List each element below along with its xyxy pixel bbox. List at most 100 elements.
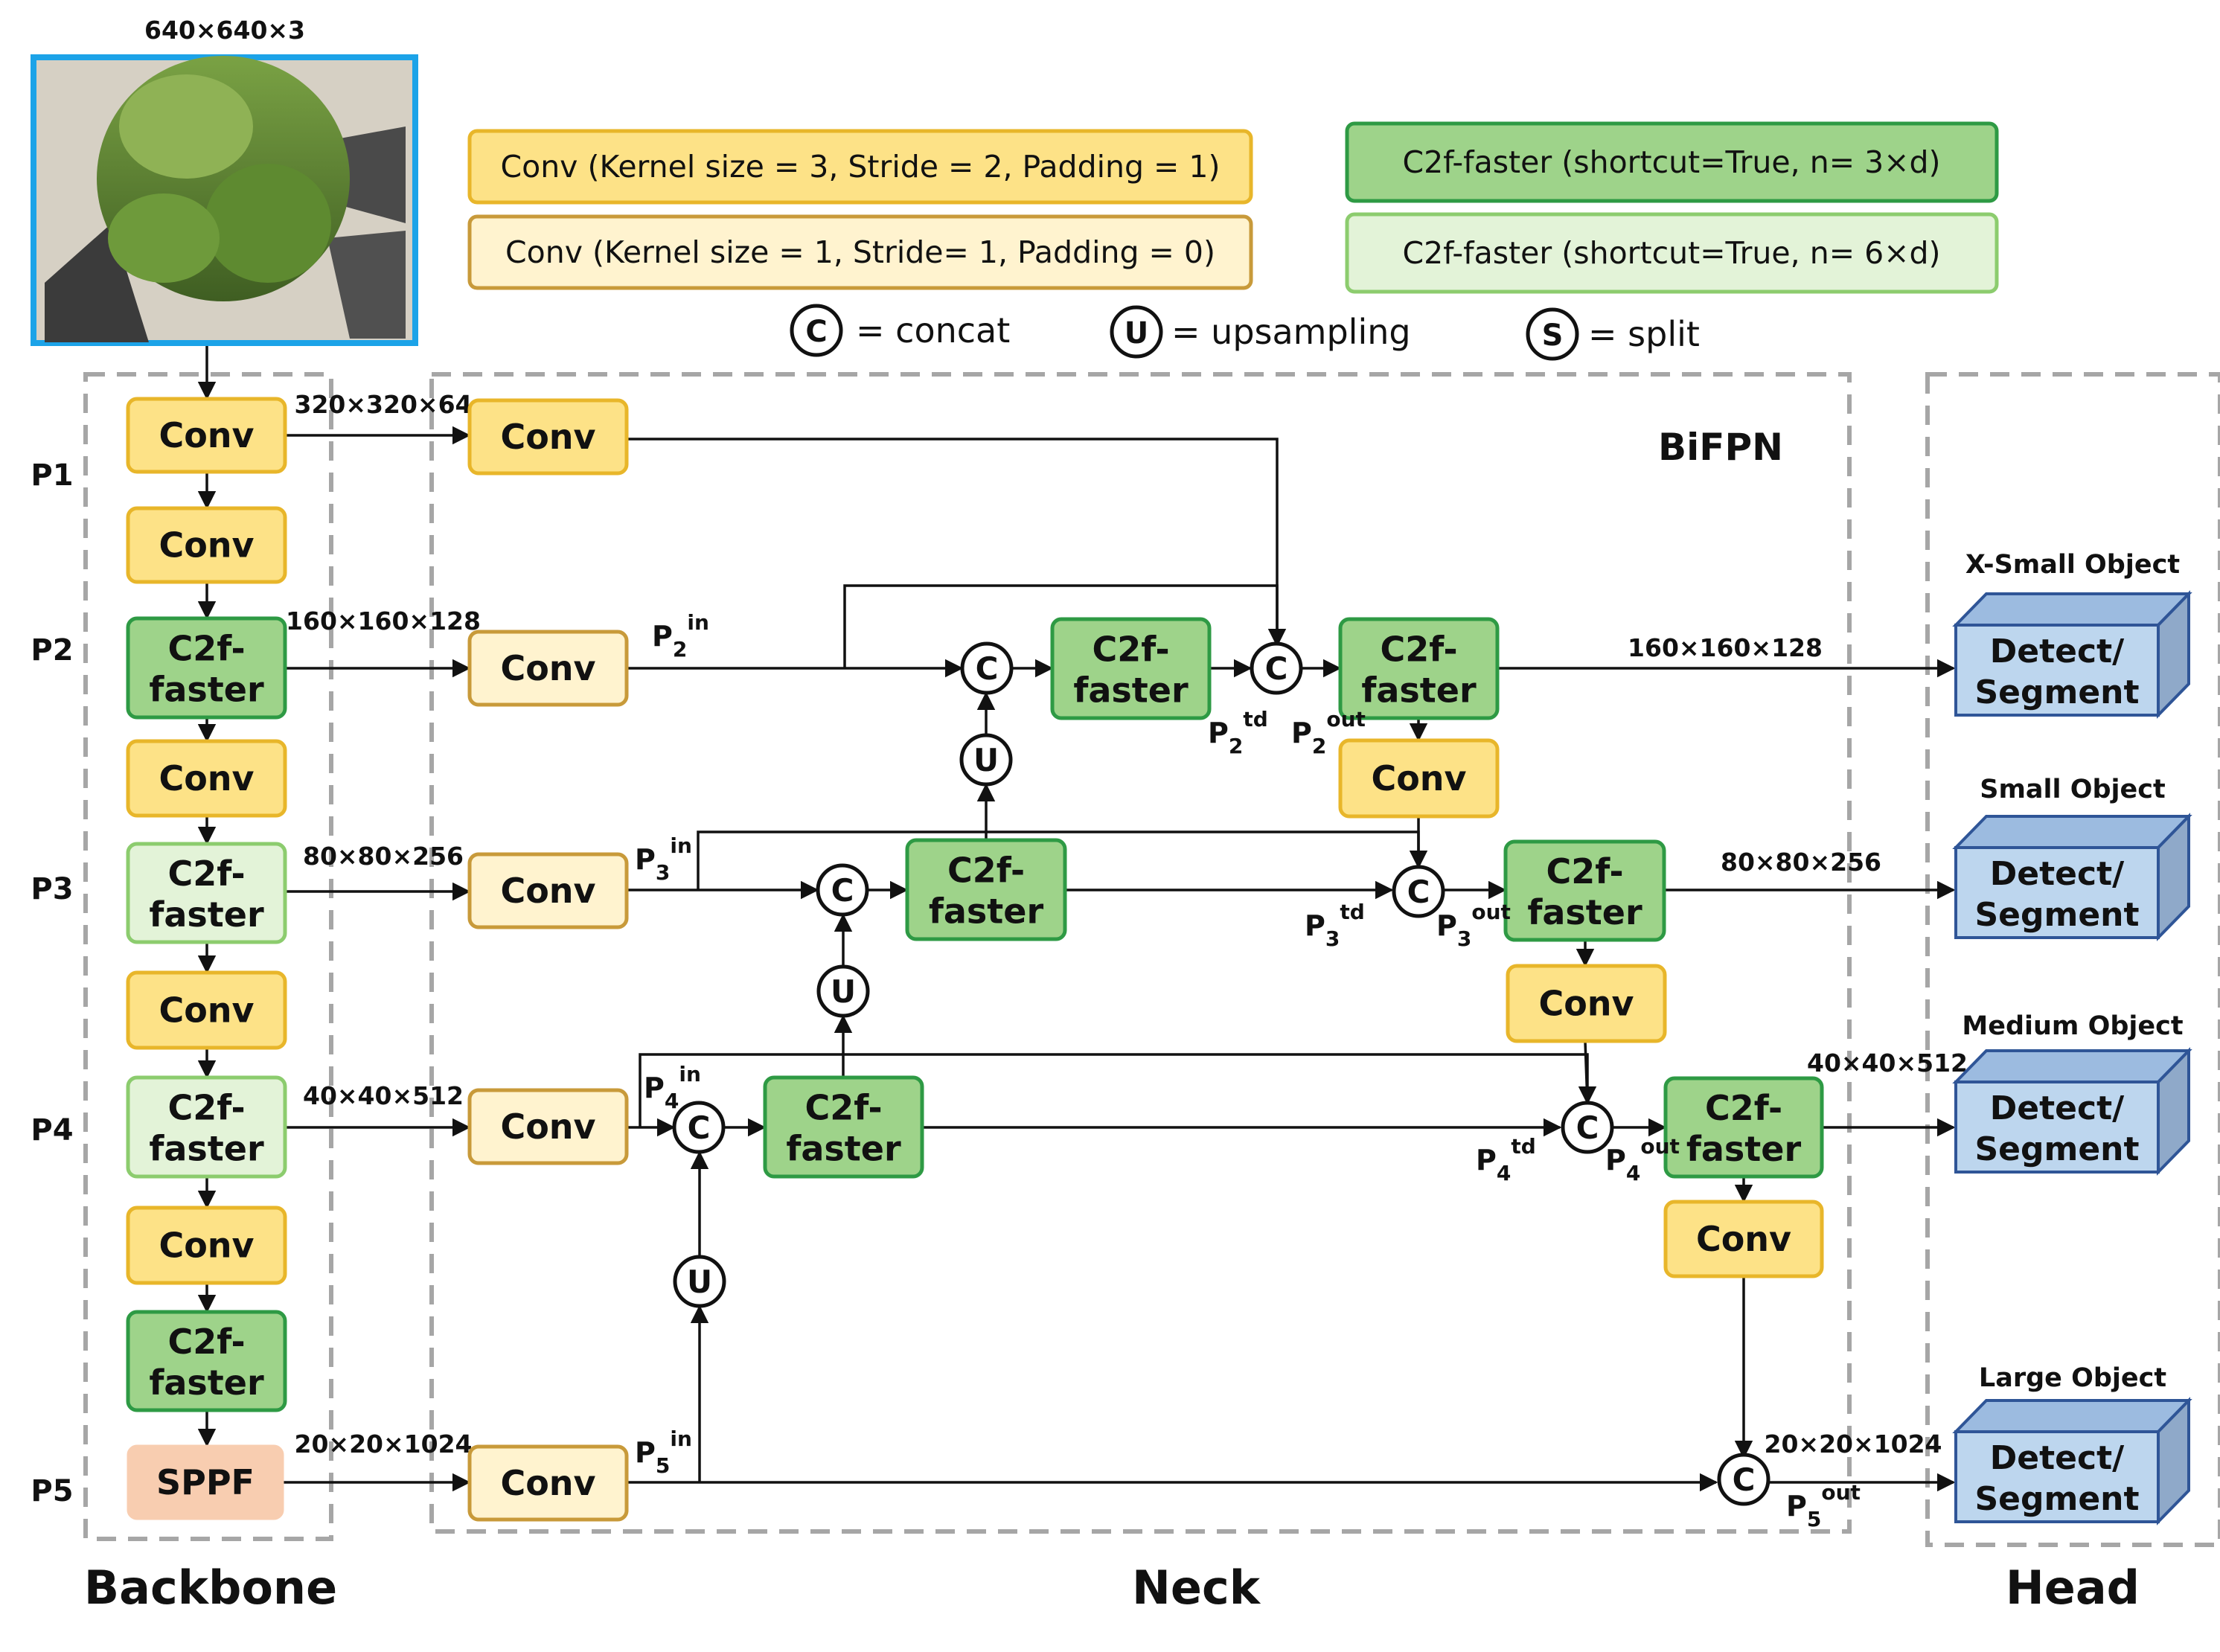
label-p3in: P3in (635, 833, 692, 885)
dim-out5: 20×20×1024 (1765, 1430, 1942, 1459)
backbone-conv-4: Conv (126, 970, 287, 1050)
nodes: ConvConvC2f-fasterConvC2f-fasterConvC2f-… (126, 397, 2192, 1525)
label-p4out: P4out (1605, 1134, 1680, 1185)
neck-c2f-p4td: C2f-faster (763, 1075, 924, 1179)
dim-p4: 40×40×512 (303, 1081, 464, 1110)
concat-node-p3out-letter: C (1407, 874, 1430, 910)
head-label-large: Large Object (1979, 1363, 2166, 1393)
legend-c2f-n3: C2f-faster (shortcut=True, n= 3×d) (1402, 144, 1940, 180)
concat-node-p2out-letter: C (1265, 650, 1288, 687)
concat-node-p3out: C (1392, 865, 1445, 918)
svg-text:U: U (1125, 316, 1148, 350)
label-p2out: P2out (1291, 707, 1366, 758)
neck-c2f-p3out-label-line1: C2f- (1546, 851, 1623, 891)
concat-node-p3td: C (816, 863, 869, 917)
level-p5: P5 (31, 1474, 73, 1508)
upsample-node-1-letter: U (973, 742, 999, 778)
head-label-small: Small Object (1980, 775, 2166, 804)
level-p2: P2 (31, 633, 73, 667)
dim-p5: 20×20×1024 (295, 1430, 473, 1459)
label-p5in: P5in (635, 1427, 692, 1478)
legend-conv-k1-swatch (467, 214, 1253, 290)
dim-out4: 40×40×512 (1807, 1048, 1968, 1078)
legend-concat-text: = concat (856, 310, 1010, 350)
legend-c2f-n3-swatch (1345, 121, 1999, 203)
head-title: Head (2006, 1560, 2140, 1615)
detect-medium-label-line1: Detect/ (1990, 1089, 2125, 1127)
legend-upsampling-text: = upsampling (1171, 312, 1411, 352)
legend-conv-k3: Conv (Kernel size = 3, Stride = 2, Paddi… (500, 149, 1220, 185)
neck-conv-down-1: Conv (1338, 738, 1500, 819)
neck-c2f-p4out-label-line1: C2f- (1705, 1088, 1782, 1128)
backbone-c2f-4-label-line2: faster (149, 1363, 264, 1403)
neck-conv-p3: Conv (467, 852, 629, 929)
label-p5out: P5out (1786, 1480, 1861, 1531)
neck-c2f-p3td-label-line2: faster (929, 891, 1044, 932)
backbone-conv-5: Conv (126, 1206, 287, 1285)
legend-c2f-n6: C2f-faster (shortcut=True, n= 6×d) (1402, 235, 1940, 271)
backbone-title: Backbone (84, 1560, 337, 1615)
neck-title: Neck (1132, 1560, 1261, 1615)
neck-c2f-p3out-label-line2: faster (1527, 892, 1642, 932)
detect-medium: Detect/Segment (1952, 1047, 2192, 1176)
upsample-node-2: U (816, 964, 870, 1018)
concat-node-p2td-letter: C (976, 650, 999, 687)
neck-conv-p3-label: Conv (500, 871, 595, 911)
concat-node-p2td: C (960, 641, 1014, 695)
legend-conv-k3-swatch (467, 129, 1253, 205)
legend-concat-symbol (790, 304, 843, 357)
backbone-c2f-3-label-line1: C2f- (167, 1088, 245, 1128)
label-p2in: P2in (652, 610, 709, 662)
neck-c2f-p4td-label-line2: faster (786, 1129, 901, 1169)
dim-p1: 320×320×64 (295, 390, 473, 419)
detect-small-label-line2: Segment (1974, 896, 2139, 934)
detect-small: Detect/Segment (1952, 813, 2192, 941)
neck-c2f-p2td-label-line2: faster (1073, 670, 1189, 711)
neck-conv-down-2-label: Conv (1538, 984, 1634, 1024)
backbone-conv-3: Conv (126, 739, 287, 818)
backbone-conv-3-label: Conv (159, 758, 254, 798)
level-p4: P4 (31, 1113, 73, 1147)
neck-c2f-p4out-label-line2: faster (1686, 1129, 1802, 1169)
neck-frame (429, 372, 1852, 1534)
concat-node-p5out: C (1717, 1453, 1770, 1506)
upsample-node-2-letter: U (831, 973, 856, 1010)
svg-text:C: C (805, 315, 827, 349)
concat-node-p4out: C (1561, 1101, 1614, 1154)
backbone-c2f-3: C2f-faster (126, 1075, 287, 1179)
backbone-c2f-4-label-line1: C2f- (167, 1322, 245, 1362)
head-label-xsmall: X-Small Object (1965, 550, 2180, 580)
concat-node-p4out-letter: C (1576, 1110, 1599, 1146)
neck-c2f-p2td-label-line1: C2f- (1092, 630, 1169, 670)
neck-c2f-p3td-label-line1: C2f- (947, 851, 1025, 891)
upsample-node-3-letter: U (687, 1264, 712, 1300)
neck-conv-p2: Conv (467, 630, 629, 707)
legend-upsampling-symbol (1110, 305, 1163, 359)
detect-large: Detect/Segment (1952, 1397, 2192, 1525)
legend-c2f-n6-swatch (1345, 212, 1999, 294)
backbone-c2f-3-label-line2: faster (149, 1129, 264, 1169)
backbone-conv-2-label: Conv (159, 525, 254, 566)
neck-c2f-p3out: C2f-faster (1503, 839, 1666, 942)
neck-conv-p1: Conv (467, 398, 629, 476)
neck-conv-p1-label: Conv (500, 417, 595, 457)
backbone-conv-4-label: Conv (159, 990, 254, 1031)
neck-conv-down-3-label: Conv (1696, 1219, 1791, 1259)
label-p4td: P4td (1476, 1134, 1536, 1185)
neck-c2f-p3td: C2f-faster (905, 838, 1067, 941)
neck-c2f-p2out-label-line2: faster (1361, 670, 1477, 711)
neck-conv-down-3: Conv (1663, 1200, 1824, 1278)
detect-large-label-line1: Detect/ (1990, 1439, 2125, 1477)
dim-p2: 160×160×128 (286, 606, 481, 635)
detect-large-label-line2: Segment (1974, 1480, 2139, 1518)
backbone-c2f-2-label-line2: faster (149, 894, 264, 935)
backbone-conv-1: Conv (126, 397, 287, 474)
backbone-sppf: SPPF (127, 1444, 284, 1520)
legend-split-text: = split (1588, 314, 1700, 354)
detect-small-label-line1: Detect/ (1990, 855, 2125, 893)
backbone-c2f-1-label-line2: faster (149, 670, 264, 710)
neck-conv-p4-label: Conv (500, 1107, 595, 1147)
concat-node-p3td-letter: C (831, 872, 854, 909)
concat-node-p5out-letter: C (1733, 1461, 1756, 1498)
neck-c2f-p4td-label-line1: C2f- (804, 1088, 882, 1128)
